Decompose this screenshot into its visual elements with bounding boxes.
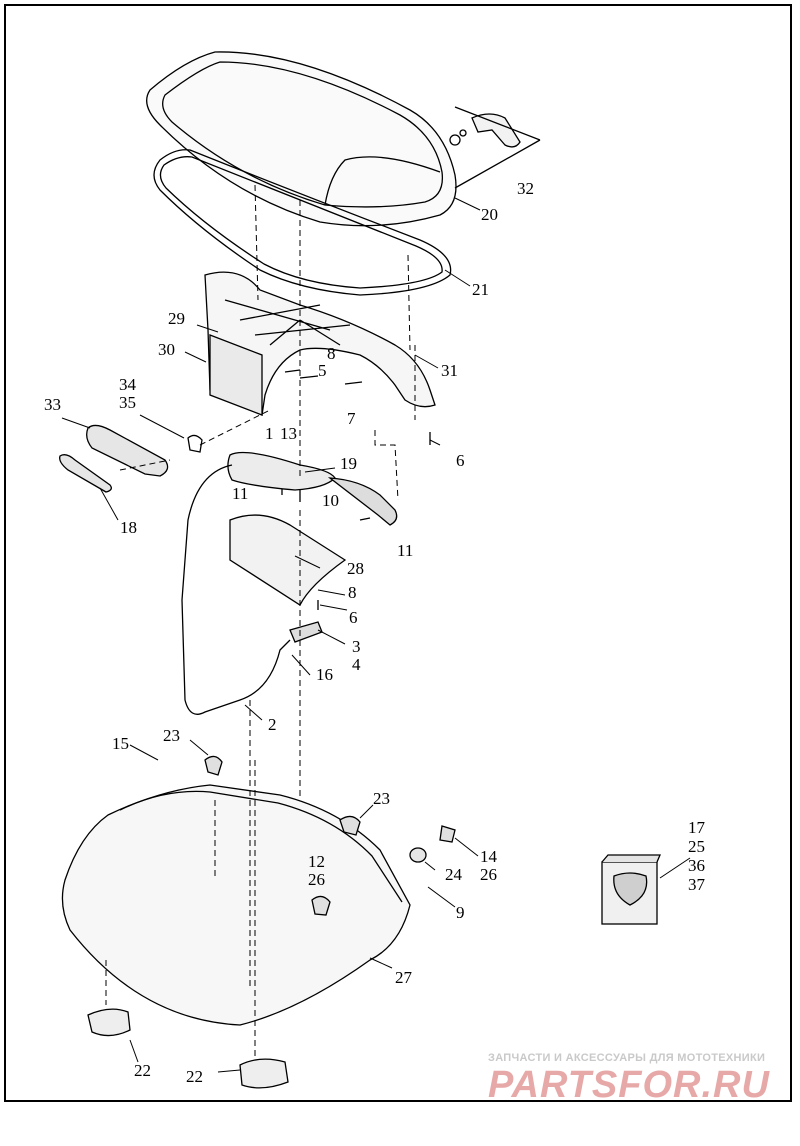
watermark-tagline: ЗАПЧАСТИ И АКСЕССУАРЫ ДЛЯ МОТОТЕХНИКИ [488, 1052, 766, 1064]
callout-7: 7 [347, 409, 356, 428]
hinge-box [209, 334, 263, 416]
callout-28: 28 [347, 559, 364, 578]
callout-11b: 11 [397, 541, 414, 560]
hinge-clip [204, 755, 223, 776]
callout-26a: 26 [308, 870, 325, 889]
callout-27: 27 [395, 968, 412, 987]
callout-26b: 26 [480, 865, 497, 884]
callout-23b: 23 [373, 789, 390, 808]
callout-17: 17 [688, 818, 705, 837]
callout-10: 10 [322, 491, 339, 510]
callout-25: 25 [688, 837, 705, 856]
callout-20: 20 [481, 205, 498, 224]
callout-8b: 8 [348, 583, 357, 602]
callout-21: 21 [472, 280, 489, 299]
callout-8a: 8 [327, 344, 336, 363]
mount-clip [87, 1008, 131, 1037]
spacer-part [409, 847, 427, 863]
callout-1: 1 [265, 424, 274, 443]
callout-22a: 22 [134, 1061, 151, 1080]
callout-12: 12 [308, 852, 325, 871]
callout-22b: 22 [186, 1067, 203, 1086]
callout-24: 24 [445, 865, 462, 884]
callout-11a: 11 [232, 484, 249, 503]
callout-5: 5 [318, 361, 327, 380]
trim-strip [59, 454, 112, 493]
latch-part [471, 113, 521, 148]
watermark-logo: PARTSFOR.RU [488, 1064, 770, 1106]
callout-14: 14 [480, 847, 497, 866]
callout-6a: 6 [456, 451, 465, 470]
callout-9: 9 [456, 903, 465, 922]
callout-36: 36 [688, 856, 705, 875]
callout-33: 33 [44, 395, 61, 414]
callout-16: 16 [316, 665, 333, 684]
callout-35: 35 [119, 393, 136, 412]
heat-shield [229, 514, 347, 606]
callout-15: 15 [112, 734, 129, 753]
mount-clip [239, 1058, 289, 1089]
callout-34: 34 [119, 375, 136, 394]
callout-6b: 6 [349, 608, 358, 627]
saddlebag-body [61, 784, 411, 1026]
callout-19: 19 [340, 454, 357, 473]
callout-30: 30 [158, 340, 175, 359]
callout-37: 37 [688, 875, 705, 894]
lid-gasket [153, 149, 452, 296]
kit-callout-stack: 17 25 36 37 [688, 818, 705, 894]
callout-18: 18 [120, 518, 137, 537]
lamp-housing [227, 451, 336, 491]
callout-4: 4 [352, 655, 361, 674]
wiring-harness [181, 464, 291, 715]
callout-29: 29 [168, 309, 185, 328]
callout-31: 31 [441, 361, 458, 380]
reflector-strip [86, 424, 169, 477]
callout-13: 13 [280, 424, 297, 443]
callout-23a: 23 [163, 726, 180, 745]
callout-3: 3 [352, 637, 361, 656]
callout-32: 32 [517, 179, 534, 198]
callout-2: 2 [268, 715, 277, 734]
